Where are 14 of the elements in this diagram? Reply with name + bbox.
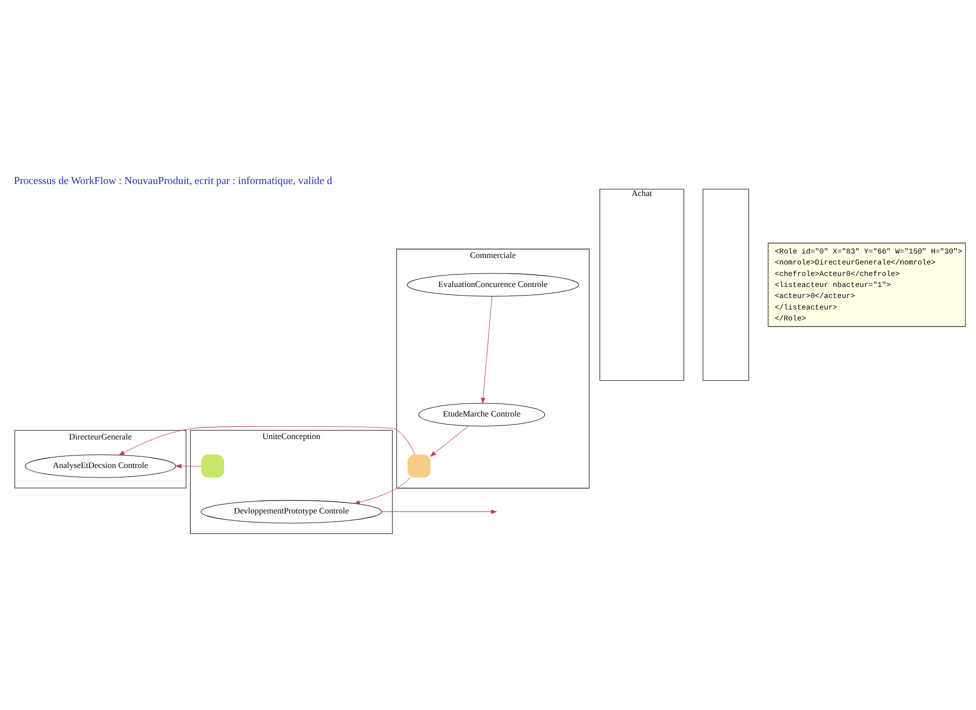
arrow — [382, 508, 498, 514]
arrow — [175, 463, 202, 468]
node-ellipse: EvaluationConcurence Controle — [406, 272, 580, 296]
node-ellipse: AnalyseEtDecsion Controle — [25, 454, 176, 478]
arrow — [480, 295, 492, 404]
arrow — [354, 476, 410, 504]
arrow — [118, 426, 416, 455]
node-ellipse: EtudeMarche Controle — [418, 402, 546, 426]
node-box — [201, 454, 224, 478]
node-box — [702, 188, 749, 380]
node-box: Achat — [600, 188, 684, 380]
arrow — [430, 425, 469, 456]
diagram-title: Processus de WorkFlow : NouvauProduit, ecrit par : informatique, valide d — [14, 175, 332, 186]
node-box — [408, 454, 430, 478]
